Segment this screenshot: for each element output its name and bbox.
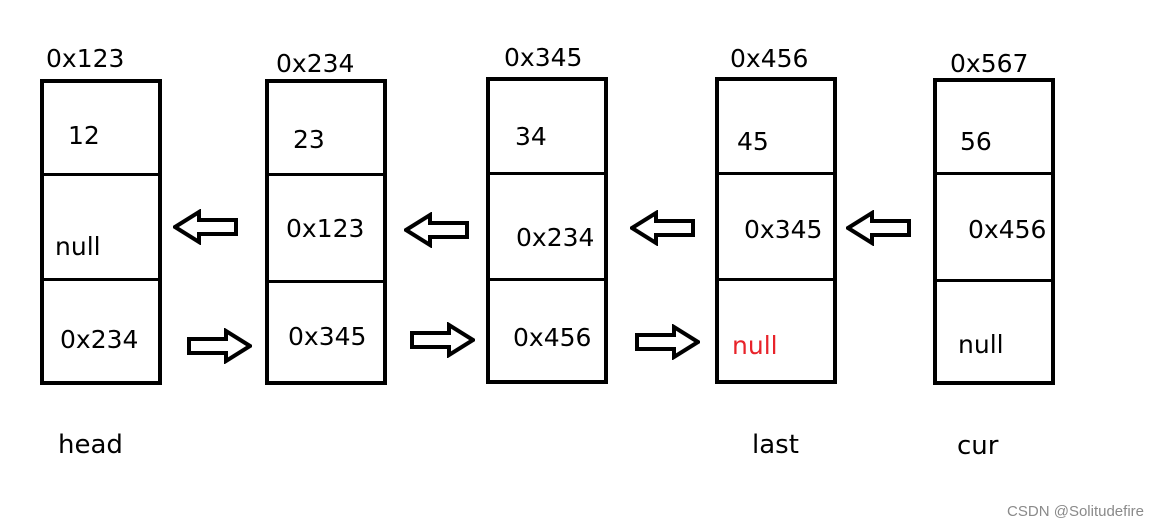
- node-2-value-cell: 23: [269, 83, 383, 173]
- node-3-next: 0x456: [513, 323, 592, 352]
- node-4-value: 45: [737, 127, 769, 156]
- node-4-next-cell: null: [719, 278, 833, 383]
- next-arrow-1: [186, 328, 252, 364]
- node-5: 56 0x456 null: [933, 78, 1055, 385]
- node-5-value-cell: 56: [937, 82, 1051, 172]
- node-3: 34 0x234 0x456: [486, 77, 608, 384]
- prev-arrow-2: [404, 212, 470, 248]
- node-1-value-cell: 12: [44, 83, 158, 173]
- node-1-prev: null: [55, 232, 101, 261]
- node-2-prev-cell: 0x123: [269, 173, 383, 283]
- right-arrow-icon: [410, 322, 475, 358]
- node-2-prev: 0x123: [286, 214, 365, 243]
- prev-arrow-3: [630, 210, 696, 246]
- node-5-prev: 0x456: [968, 215, 1047, 244]
- right-arrow-icon: [635, 324, 700, 360]
- node-2: 23 0x123 0x345: [265, 79, 387, 385]
- node-2-address: 0x234: [276, 49, 355, 78]
- node-3-value-cell: 34: [490, 81, 604, 172]
- node-2-next: 0x345: [288, 322, 367, 351]
- next-arrow-2: [409, 322, 475, 358]
- node-5-address: 0x567: [950, 49, 1029, 78]
- left-arrow-icon: [173, 209, 238, 245]
- node-2-value: 23: [293, 125, 325, 154]
- node-1-prev-cell: null: [44, 173, 158, 281]
- node-4: 45 0x345 null: [715, 77, 837, 384]
- node-1: 12 null 0x234: [40, 79, 162, 385]
- right-arrow-icon: [187, 328, 252, 364]
- node-1-next-cell: 0x234: [44, 278, 158, 384]
- watermark: CSDN @Solitudefire: [1007, 503, 1144, 520]
- node-1-address: 0x123: [46, 44, 125, 73]
- node-5-next: null: [958, 330, 1004, 359]
- node-4-prev-cell: 0x345: [719, 172, 833, 281]
- label-cur: cur: [957, 431, 999, 461]
- node-1-value: 12: [68, 121, 100, 150]
- node-3-prev: 0x234: [516, 223, 595, 252]
- node-3-next-cell: 0x456: [490, 278, 604, 383]
- left-arrow-icon: [404, 212, 469, 248]
- node-4-prev: 0x345: [744, 215, 823, 244]
- node-2-next-cell: 0x345: [269, 280, 383, 384]
- node-4-value-cell: 45: [719, 81, 833, 172]
- node-5-prev-cell: 0x456: [937, 172, 1051, 282]
- node-5-next-cell: null: [937, 279, 1051, 385]
- node-3-prev-cell: 0x234: [490, 172, 604, 281]
- next-arrow-3: [634, 324, 700, 360]
- prev-arrow-1: [173, 209, 239, 245]
- node-3-address: 0x345: [504, 43, 583, 72]
- prev-arrow-4: [846, 210, 912, 246]
- left-arrow-icon: [846, 210, 911, 246]
- node-1-next: 0x234: [60, 325, 139, 354]
- label-last: last: [752, 430, 799, 460]
- label-head: head: [58, 430, 123, 460]
- node-4-next: null: [732, 331, 778, 360]
- left-arrow-icon: [630, 210, 695, 246]
- node-4-address: 0x456: [730, 44, 809, 73]
- node-3-value: 34: [515, 122, 547, 151]
- node-5-value: 56: [960, 127, 992, 156]
